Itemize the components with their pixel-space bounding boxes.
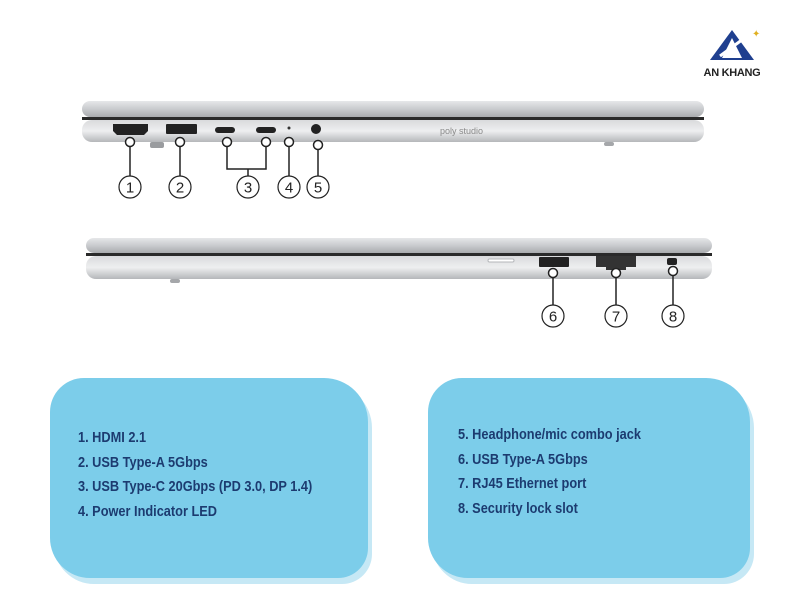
legend-item: 2. USB Type-A 5Gbps	[78, 454, 208, 471]
legend-item: 8. Security lock slot	[458, 500, 578, 517]
brand-mark: poly studio	[440, 126, 483, 136]
callout-2: 2	[176, 180, 184, 197]
callout-5: 5	[314, 180, 322, 197]
callout-6: 6	[549, 309, 557, 326]
lock-slot	[667, 258, 677, 265]
power-led	[287, 126, 291, 130]
usb-c-port	[215, 127, 235, 133]
legend-box-left: 1. HDMI 2.1 2. USB Type-A 5Gbps 3. USB T…	[50, 378, 368, 578]
callout-4: 4	[285, 180, 293, 197]
logo-mountain-icon: ✦	[710, 29, 760, 60]
usb-a-port	[539, 257, 569, 267]
an-khang-logo: ✦ AN KHANG	[692, 28, 772, 79]
rj45-port	[596, 256, 636, 270]
legend-item: 5. Headphone/mic combo jack	[458, 427, 641, 443]
callout-1: 1	[126, 180, 134, 197]
usb-a-port	[166, 124, 197, 134]
callout-8: 8	[669, 309, 677, 326]
logo-text: AN KHANG	[703, 67, 761, 79]
callout-3: 3	[244, 180, 252, 197]
laptop-left-side-view: poly studio 1 2 3 4 5	[82, 101, 704, 199]
legend-box-right: 5. Headphone/mic combo jack 6. USB Type-…	[428, 378, 750, 578]
legend-item: 1. HDMI 2.1	[78, 430, 147, 446]
audio-jack	[311, 124, 321, 134]
legend-item: 3. USB Type-C 20Gbps (PD 3.0, DP 1.4)	[78, 479, 313, 495]
usb-c-port	[256, 127, 276, 133]
legend-item: 6. USB Type-A 5Gbps	[458, 451, 588, 468]
legend-item: 7. RJ45 Ethernet port	[458, 476, 587, 492]
svg-text:✦: ✦	[752, 29, 760, 40]
callout-7: 7	[612, 309, 620, 326]
laptop-diagram: poly studio 1 2 3 4 5	[82, 101, 712, 328]
hdmi-port	[113, 124, 148, 135]
laptop-right-side-view: 6 7 8	[86, 238, 712, 328]
legend-item: 4. Power Indicator LED	[78, 503, 217, 520]
